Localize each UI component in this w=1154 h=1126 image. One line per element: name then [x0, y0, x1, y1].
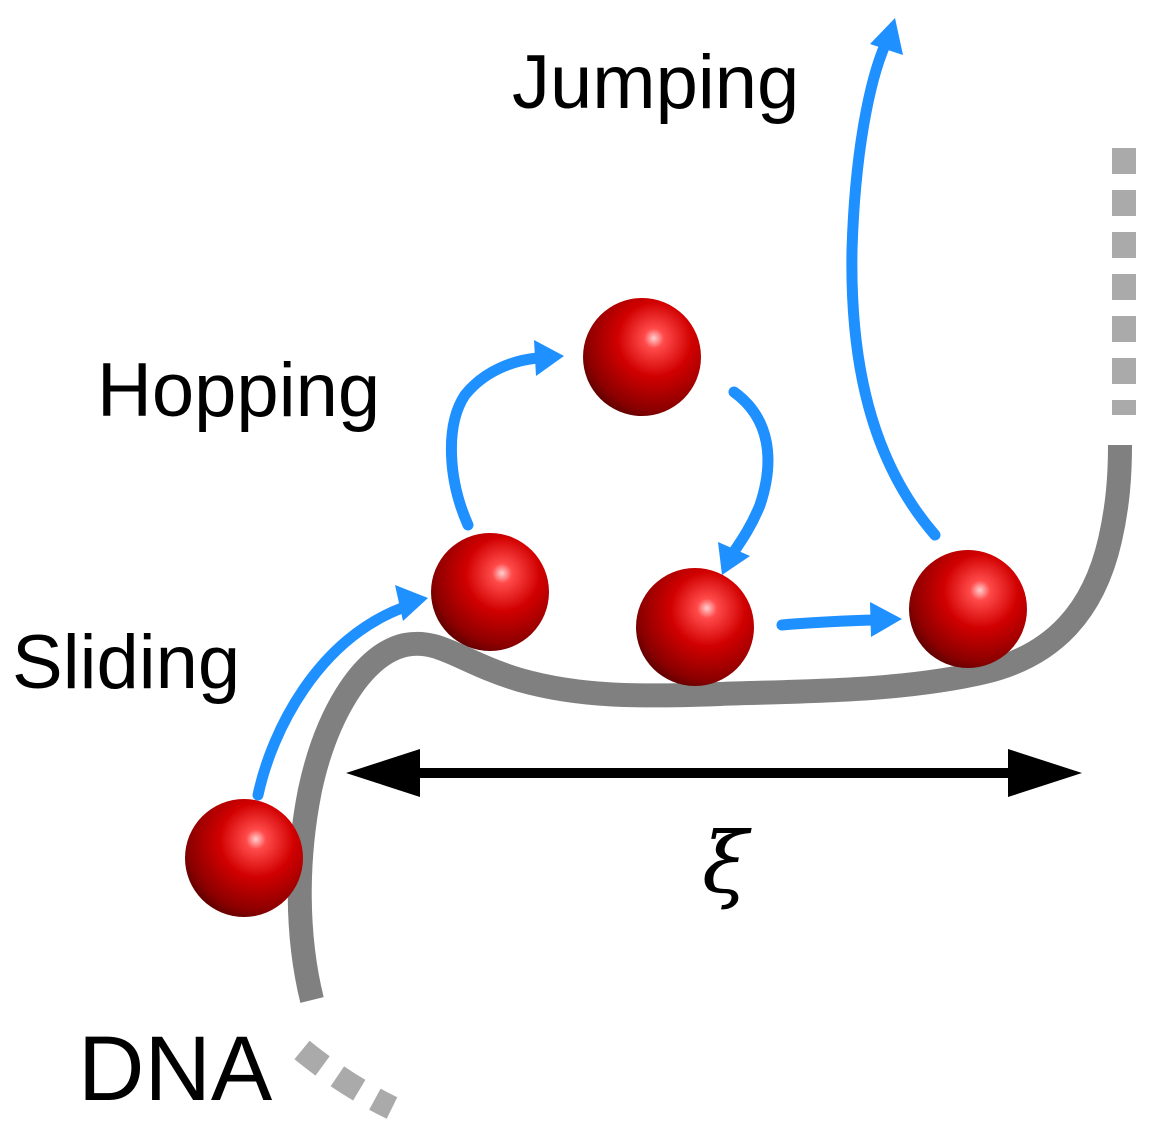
particle-start: [185, 799, 303, 917]
label-dna: DNA: [78, 1018, 273, 1120]
dna-strand-dashed-bottom: [294, 1040, 398, 1119]
dna-strand: [287, 148, 1136, 1119]
jumping-arrow: [846, 39, 941, 541]
distance-arrow: [346, 749, 1082, 797]
particles: [185, 298, 1027, 917]
hopping-up-arrow: [446, 352, 544, 531]
label-hopping: Hopping: [97, 348, 380, 433]
hopping-down-arrow: [727, 386, 774, 559]
motion-arrows: [252, 18, 941, 801]
particle-sliding: [431, 533, 549, 651]
distance-arrowhead-left: [346, 749, 420, 797]
particle-hop-top: [583, 298, 701, 416]
sliding-arrowhead: [395, 585, 428, 621]
label-sliding: Sliding: [12, 620, 240, 705]
jumping-arrowhead: [870, 18, 903, 55]
distance-arrowhead-right: [1008, 749, 1082, 797]
hopping-up-arrowhead: [534, 340, 564, 376]
particle-hop-land: [636, 568, 754, 686]
sliding-right-arrow: [776, 614, 878, 631]
sliding-arrow: [252, 602, 408, 801]
label-xi: ξ: [702, 814, 752, 912]
label-jumping: Jumping: [512, 40, 799, 125]
hopping-down-arrowhead: [718, 542, 750, 575]
particle-jump-start: [909, 550, 1027, 668]
dna-strand-solid: [287, 444, 1132, 1003]
sliding-right-arrowhead: [870, 602, 902, 637]
